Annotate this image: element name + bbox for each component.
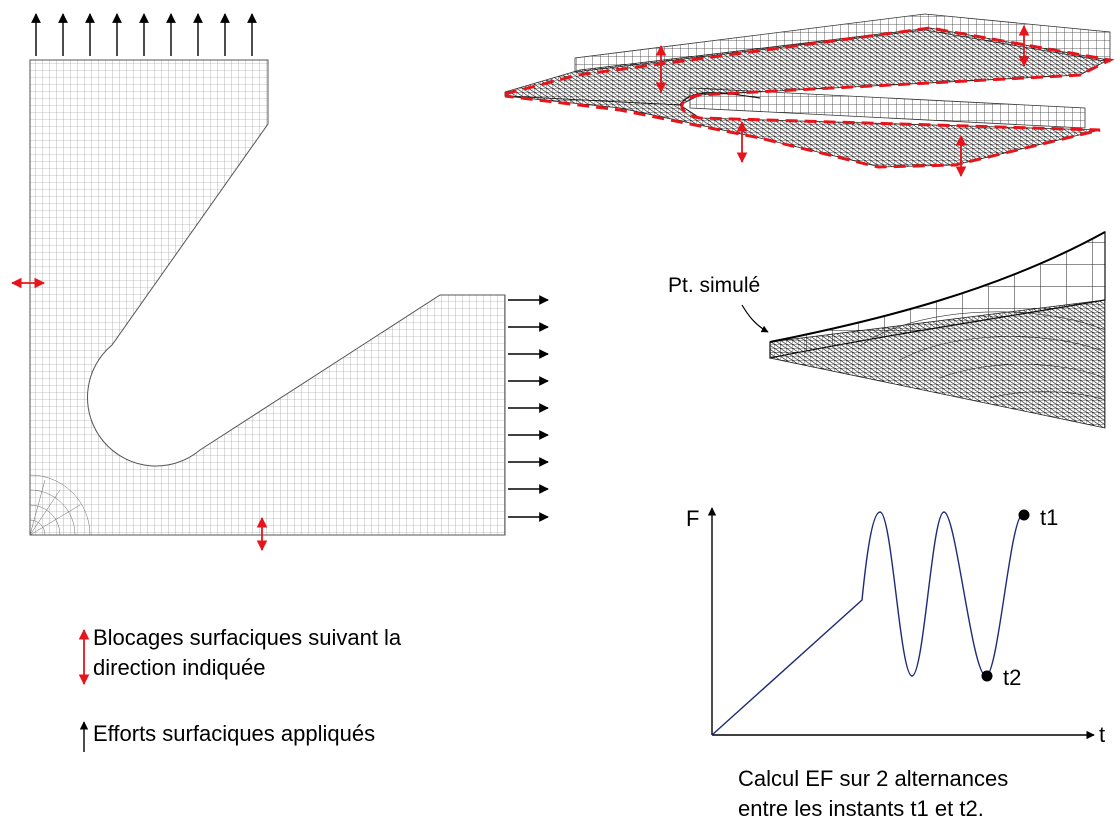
corner-radial-mesh bbox=[29, 474, 91, 536]
caption-line1: Calcul EF sur 2 alternances bbox=[738, 766, 1009, 791]
legend-efforts: Efforts surfaciques appliqués bbox=[93, 721, 376, 746]
force-time-graph bbox=[707, 507, 1095, 740]
pt-simule-label: Pt. simulé bbox=[668, 274, 761, 297]
axis-f-label: F bbox=[686, 506, 700, 531]
legend-blocages-line1: Blocages surfaciques suivant la bbox=[93, 625, 402, 650]
3d-constraint-arrows bbox=[655, 24, 1030, 178]
specimen-3d-mesh bbox=[504, 13, 1115, 169]
caption-line2: entre les instants t1 et t2. bbox=[738, 796, 984, 821]
point-t2-label: t2 bbox=[1003, 665, 1022, 690]
zoom-simulated-point bbox=[769, 230, 1106, 429]
specimen-2d-mesh bbox=[29, 59, 506, 536]
axis-t-label: t bbox=[1099, 722, 1106, 747]
pt-simule-pointer bbox=[741, 304, 769, 333]
point-t1-marker bbox=[1018, 509, 1030, 521]
top-load-arrows bbox=[31, 13, 257, 56]
point-t1-label: t1 bbox=[1040, 505, 1059, 530]
load-curve bbox=[711, 511, 1023, 736]
right-load-arrows bbox=[508, 295, 549, 522]
point-t2-marker bbox=[981, 670, 993, 682]
legend-blocages-line2: direction indiquée bbox=[93, 655, 266, 680]
